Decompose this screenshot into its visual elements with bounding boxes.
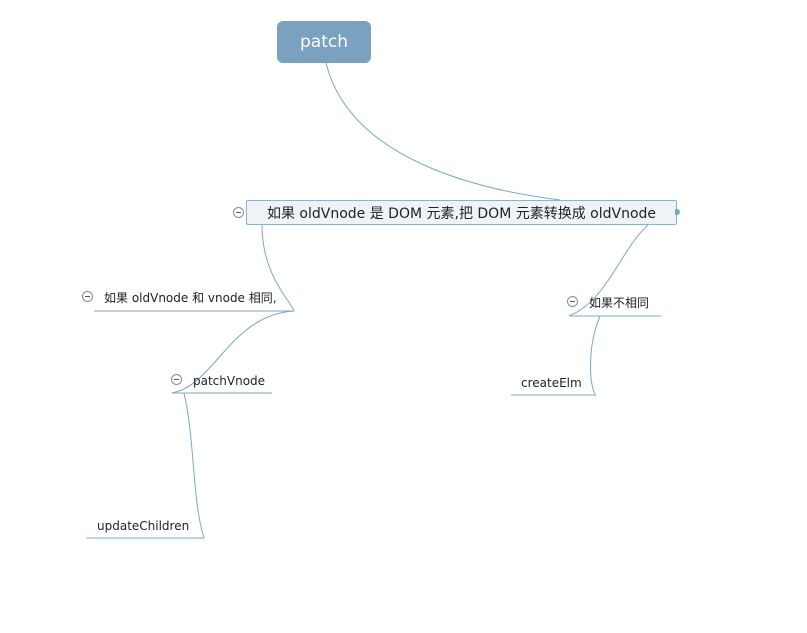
- link-diff-createelm: [590, 315, 601, 396]
- main-topic-label: 如果 oldVnode 是 DOM 元素,把 DOM 元素转换成 oldVnod…: [266, 205, 657, 222]
- node-createelm[interactable]: createElm: [521, 376, 582, 390]
- collapse-icon[interactable]: [82, 291, 93, 302]
- root-node-label: patch: [300, 32, 348, 52]
- collapse-icon[interactable]: [233, 207, 244, 218]
- node-branch-same[interactable]: 如果 oldVnode 和 vnode 相同,: [104, 291, 277, 305]
- collapse-icon[interactable]: [567, 296, 578, 307]
- collapse-icon[interactable]: [171, 374, 182, 385]
- link-root-main: [325, 62, 561, 201]
- link-same-patchvnode: [171, 310, 295, 394]
- link-main-same: [261, 224, 295, 312]
- expand-handle-icon[interactable]: [675, 209, 680, 215]
- link-patchvnode-updatechildren: [183, 392, 205, 539]
- node-branch-diff[interactable]: 如果不相同: [589, 296, 650, 310]
- root-node-patch[interactable]: patch: [277, 21, 371, 63]
- link-main-diff: [568, 224, 649, 317]
- node-updatechildren[interactable]: updateChildren: [97, 519, 190, 533]
- node-patchvnode[interactable]: patchVnode: [193, 374, 266, 388]
- main-topic-node[interactable]: 如果 oldVnode 是 DOM 元素,把 DOM 元素转换成 oldVnod…: [246, 200, 677, 225]
